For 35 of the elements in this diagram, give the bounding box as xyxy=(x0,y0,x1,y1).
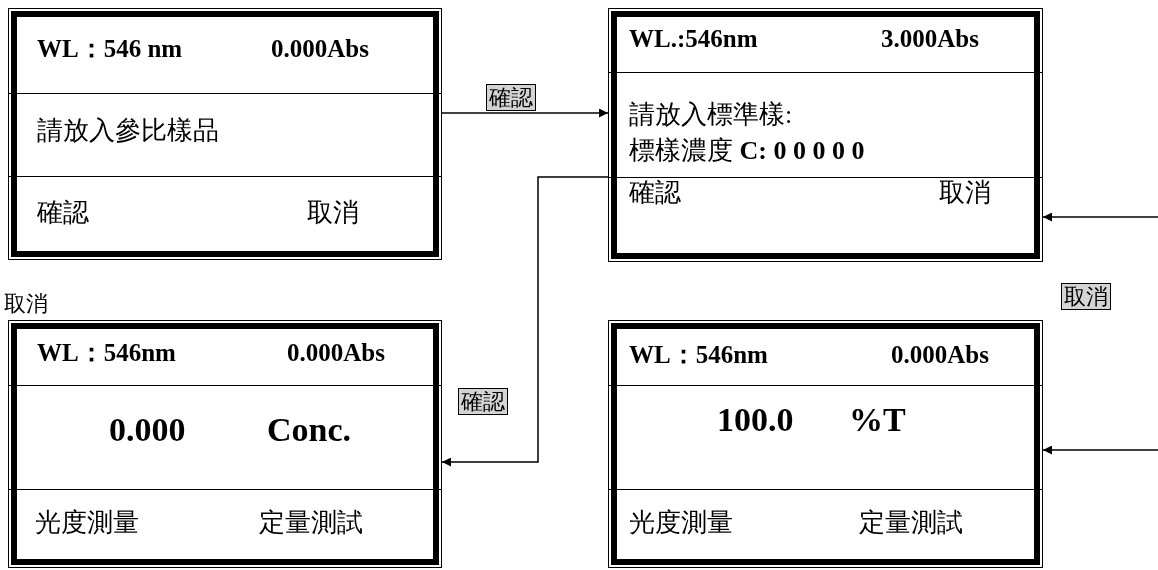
display-screen xyxy=(608,8,1043,262)
screen-text: 0.000 xyxy=(109,411,186,449)
screen-text: WL：546 nm xyxy=(37,35,183,63)
label-text: 取消 xyxy=(4,292,48,317)
screen-text: 定量測試 xyxy=(859,509,963,538)
screen-text: Conc. xyxy=(267,411,352,449)
arrow xyxy=(1042,445,1158,455)
edge-label: 確認 xyxy=(458,388,508,416)
screen-text: WL.:546nm xyxy=(629,25,758,53)
screen-text: 取消 xyxy=(307,199,359,228)
edge-label: 取消 xyxy=(1061,283,1111,311)
screen-text: 0.000Abs xyxy=(271,35,369,63)
arrow xyxy=(441,176,609,467)
screen-text: 0.000Abs xyxy=(891,341,989,369)
edge-label: 確認 xyxy=(486,84,536,112)
display-screen xyxy=(8,320,442,568)
screen-text: 光度測量 xyxy=(629,509,733,538)
screen-text: 取消 xyxy=(939,179,991,208)
screen-text: 確認 xyxy=(629,179,681,208)
screen-text: 100.0 xyxy=(717,401,794,439)
screen-text: 光度測量 xyxy=(35,509,139,538)
screen-text: 0.000Abs xyxy=(287,339,385,367)
screen-text: 標樣濃度 C: 0 0 0 0 0 xyxy=(629,137,865,166)
screen-text: 3.000Abs xyxy=(881,25,979,53)
screen-text: 請放入參比樣品 xyxy=(37,117,219,146)
display-screen xyxy=(8,8,442,260)
display-screen xyxy=(608,320,1043,568)
screen-text: 請放入標準樣: xyxy=(629,101,793,130)
screen-text: 定量測試 xyxy=(259,509,363,538)
arrow xyxy=(441,108,609,118)
screen-text: 確認 xyxy=(37,199,89,228)
screen-text: WL：546nm xyxy=(629,341,768,369)
screen-text: %T xyxy=(849,401,906,439)
arrow xyxy=(1042,212,1158,222)
screen-text: WL：546nm xyxy=(37,339,176,367)
